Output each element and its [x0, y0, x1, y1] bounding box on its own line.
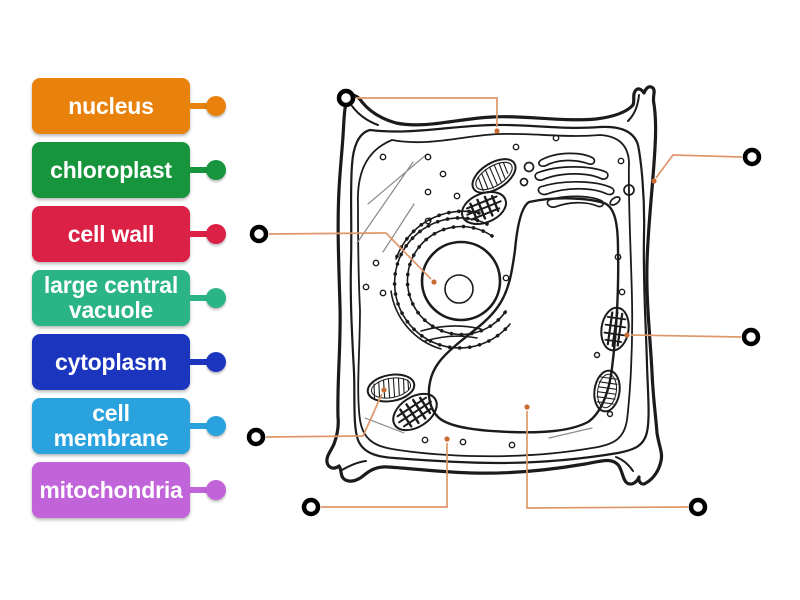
leader-line-t1 — [356, 97, 498, 127]
leader-line-t4 — [630, 334, 742, 338]
plastid-right-art — [593, 369, 621, 413]
label-connector-stem — [189, 166, 207, 174]
vacuole-art — [427, 197, 620, 434]
leader-line-t2 — [655, 154, 743, 179]
leader-dot-t5 — [381, 387, 387, 393]
mitochondrion-top-art — [460, 191, 508, 225]
plastid-bottom-art — [392, 392, 438, 432]
label-nucleus[interactable]: nucleus — [32, 78, 190, 134]
label-connector-knob — [206, 352, 226, 372]
drop-target-t1[interactable] — [336, 88, 356, 108]
leader-dot-t2 — [651, 178, 657, 184]
label-connector-knob — [206, 160, 226, 180]
leader-dot-t7 — [524, 404, 530, 410]
label-cell-membrane[interactable]: cell membrane — [32, 398, 190, 454]
leader-lines — [265, 97, 743, 509]
label-connector-stem — [189, 422, 207, 430]
leader-line-t5 — [265, 393, 383, 438]
cell-wall-art — [325, 85, 664, 486]
cell-membrane-art — [356, 132, 634, 458]
drop-target-t7[interactable] — [688, 497, 708, 517]
label-chloroplast[interactable]: chloroplast — [32, 142, 190, 198]
cytoskeleton-lines-art — [356, 153, 593, 439]
label-connector-knob — [206, 288, 226, 308]
leader-line-t7 — [526, 411, 689, 509]
mitochondrion-left-art — [366, 373, 416, 403]
drop-targets — [246, 88, 762, 517]
label-row-cell-wall: cell wall — [32, 206, 226, 262]
label-row-nucleus: nucleus — [32, 78, 226, 134]
leader-dot-t4 — [624, 332, 630, 338]
label-row-chloroplast: chloroplast — [32, 142, 226, 198]
leader-line-t3 — [268, 232, 432, 280]
leader-line-t6 — [321, 443, 448, 508]
drop-target-t2[interactable] — [742, 147, 762, 167]
leader-dot-t1 — [494, 128, 500, 134]
drop-target-t5[interactable] — [246, 427, 266, 447]
label-connector-stem — [189, 102, 207, 110]
label-connector-knob — [206, 96, 226, 116]
golgi-art — [519, 152, 635, 208]
label-cell-wall[interactable]: cell wall — [32, 206, 190, 262]
drop-target-t6[interactable] — [301, 497, 321, 517]
label-row-cell-membrane: cell membrane — [32, 398, 226, 454]
cell-wall-inner-art — [349, 123, 650, 465]
label-cytoplasm[interactable]: cytoplasm — [32, 334, 190, 390]
nucleolus-art — [444, 274, 474, 304]
ribosome-dots-art — [362, 134, 626, 449]
label-row-mitochondria: mitochondria — [32, 462, 226, 518]
drop-target-t4[interactable] — [741, 327, 761, 347]
label-large-central-vacuole[interactable]: large central vacuole — [32, 270, 190, 326]
label-mitochondria[interactable]: mitochondria — [32, 462, 190, 518]
label-connector-stem — [189, 358, 207, 366]
corner-accents — [341, 94, 640, 472]
label-connector-stem — [189, 230, 207, 238]
label-connector-knob — [206, 480, 226, 500]
label-connector-knob — [206, 416, 226, 436]
chloroplast-art — [471, 158, 517, 194]
cell-art — [325, 85, 664, 486]
label-connector-stem — [189, 294, 207, 302]
leader-dot-t6 — [444, 436, 450, 442]
label-row-large-central-vacuole: large central vacuole — [32, 270, 226, 326]
label-list: nucleus chloroplast cell wall large central… — [32, 78, 226, 518]
nucleus-art — [420, 240, 502, 322]
drop-target-t3[interactable] — [249, 224, 269, 244]
label-row-cytoplasm: cytoplasm — [32, 334, 226, 390]
label-connector-knob — [206, 224, 226, 244]
mitochondrion-right-art — [600, 306, 630, 352]
label-connector-stem — [189, 486, 207, 494]
leader-dot-t3 — [431, 279, 437, 285]
er-art — [390, 209, 512, 350]
